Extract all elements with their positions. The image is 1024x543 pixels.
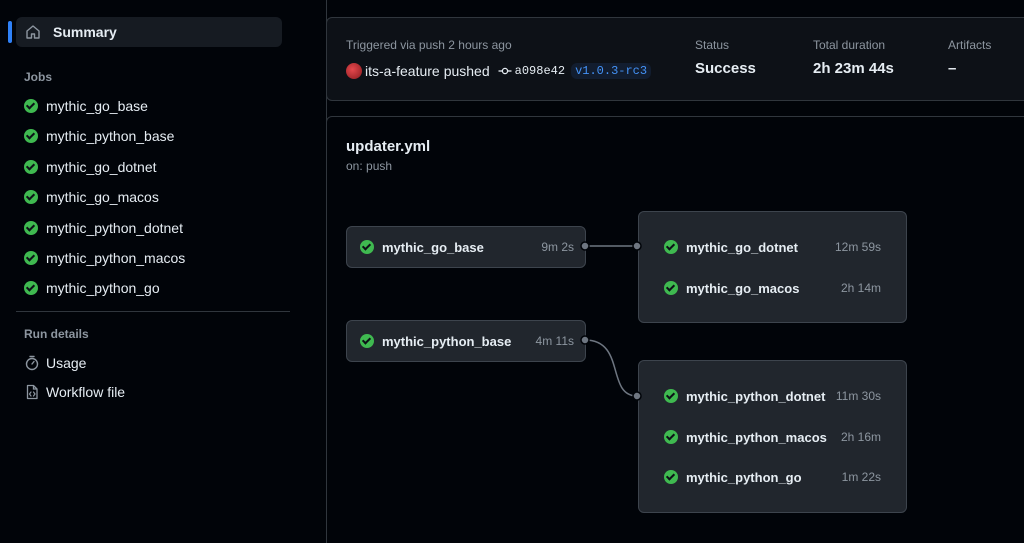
- sidebar-job-label: mythic_python_base: [46, 128, 175, 144]
- check-circle-icon: [24, 190, 38, 204]
- check-circle-icon: [664, 281, 678, 295]
- status-value: Success: [695, 60, 756, 77]
- check-circle-icon: [360, 240, 374, 254]
- active-indicator: [8, 21, 12, 43]
- check-circle-icon: [360, 334, 374, 348]
- duration-value: 2h 23m 44s: [813, 60, 894, 77]
- home-icon: [26, 25, 40, 39]
- job-node-mythic-python-base[interactable]: mythic_python_base 4m 11s: [346, 320, 586, 362]
- job-name: mythic_python_macos: [686, 429, 827, 445]
- job-duration: 9m 2s: [541, 240, 574, 254]
- sidebar-job-mythic-go-base[interactable]: mythic_go_base: [24, 95, 148, 117]
- job-duration: 4m 11s: [535, 334, 574, 348]
- check-circle-icon: [24, 251, 38, 265]
- job-name: mythic_go_macos: [686, 280, 800, 296]
- job-group-go: mythic_go_dotnet 12m 59s mythic_go_macos…: [638, 211, 907, 323]
- workflow-graph-card: updater.yml on: push mythic_go_base 9m 2…: [326, 116, 1024, 543]
- job-node-mythic-python-dotnet[interactable]: mythic_python_dotnet 11m 30s: [639, 383, 906, 409]
- run-summary-card: Triggered via push 2 hours ago its-a-fea…: [326, 17, 1024, 101]
- sidebar-item-workflow-file[interactable]: Workflow file: [24, 381, 125, 403]
- status-label: Status: [695, 38, 730, 52]
- job-node-mythic-go-macos[interactable]: mythic_go_macos 2h 14m: [639, 275, 906, 301]
- jobs-section-title: Jobs: [24, 70, 53, 84]
- actor-link[interactable]: its-a-feature: [365, 63, 440, 79]
- workflow-title[interactable]: updater.yml: [346, 138, 431, 155]
- sidebar-job-mythic-python-base[interactable]: mythic_python_base: [24, 125, 174, 147]
- sidebar-job-mythic-go-macos[interactable]: mythic_go_macos: [24, 186, 159, 208]
- job-group-python: mythic_python_dotnet 11m 30s mythic_pyth…: [638, 360, 907, 513]
- stopwatch-icon: [25, 355, 39, 371]
- job-node-mythic-python-go[interactable]: mythic_python_go 1m 22s: [639, 464, 906, 490]
- avatar[interactable]: [346, 63, 362, 79]
- job-node-mythic-python-macos[interactable]: mythic_python_macos 2h 16m: [639, 424, 906, 450]
- check-circle-icon: [24, 221, 38, 235]
- run-details-section-title: Run details: [24, 327, 89, 341]
- job-node-mythic-go-dotnet[interactable]: mythic_go_dotnet 12m 59s: [639, 234, 906, 260]
- sidebar-item-label: Usage: [46, 355, 87, 371]
- job-duration: 12m 59s: [834, 240, 881, 254]
- job-row: mythic_go_base 9m 2s: [347, 234, 585, 260]
- sidebar-divider: [16, 311, 290, 312]
- job-name: mythic_python_base: [382, 333, 512, 349]
- sidebar-item-label: Summary: [53, 24, 117, 40]
- job-name: mythic_go_base: [382, 239, 484, 255]
- commit-info: its-a-feature pushed a098e42 v1.0.3-rc3: [346, 62, 652, 80]
- job-row: mythic_python_base 4m 11s: [347, 328, 585, 354]
- tag-badge[interactable]: v1.0.3-rc3: [571, 63, 652, 79]
- sidebar-job-mythic-python-macos[interactable]: mythic_python_macos: [24, 247, 185, 269]
- sidebar-job-label: mythic_go_dotnet: [46, 159, 157, 175]
- git-commit-icon: [498, 67, 512, 75]
- job-name: mythic_go_dotnet: [686, 239, 798, 255]
- job-node-mythic-go-base[interactable]: mythic_go_base 9m 2s: [346, 226, 586, 268]
- sidebar-job-label: mythic_python_dotnet: [46, 220, 183, 236]
- sidebar-item-label: Workflow file: [46, 384, 126, 400]
- artifacts-label: Artifacts: [948, 38, 992, 52]
- check-circle-icon: [24, 99, 38, 113]
- commit-sha-link[interactable]: a098e42: [514, 64, 566, 78]
- trigger-text: Triggered via push 2 hours ago: [346, 38, 512, 52]
- artifacts-value: –: [948, 60, 957, 77]
- sidebar-job-mythic-python-go[interactable]: mythic_python_go: [24, 277, 160, 299]
- sidebar-job-label: mythic_go_base: [46, 98, 148, 114]
- sidebar: Summary Jobs mythic_go_base mythic_pytho…: [0, 0, 300, 543]
- sidebar-job-mythic-go-dotnet[interactable]: mythic_go_dotnet: [24, 156, 157, 178]
- duration-label: Total duration: [813, 38, 886, 52]
- check-circle-icon: [664, 470, 678, 484]
- sidebar-job-label: mythic_go_macos: [46, 189, 159, 205]
- pushed-text: pushed: [443, 63, 490, 79]
- job-duration: 2h 16m: [840, 430, 881, 444]
- check-circle-icon: [664, 430, 678, 444]
- sidebar-job-mythic-python-dotnet[interactable]: mythic_python_dotnet: [24, 217, 183, 239]
- workflow-trigger: on: push: [346, 159, 393, 173]
- check-circle-icon: [24, 160, 38, 174]
- check-circle-icon: [24, 281, 38, 295]
- file-code-icon: [26, 384, 38, 400]
- sidebar-item-usage[interactable]: Usage: [24, 352, 86, 374]
- sidebar-job-label: mythic_python_go: [46, 280, 160, 296]
- check-circle-icon: [24, 129, 38, 143]
- check-circle-icon: [664, 240, 678, 254]
- job-duration: 2h 14m: [840, 281, 881, 295]
- job-name: mythic_python_dotnet: [686, 388, 826, 404]
- job-duration: 11m 30s: [835, 389, 881, 403]
- job-name: mythic_python_go: [686, 469, 802, 485]
- check-circle-icon: [664, 389, 678, 403]
- job-duration: 1m 22s: [841, 470, 881, 484]
- sidebar-job-label: mythic_python_macos: [46, 250, 186, 266]
- sidebar-item-summary[interactable]: Summary: [8, 17, 282, 47]
